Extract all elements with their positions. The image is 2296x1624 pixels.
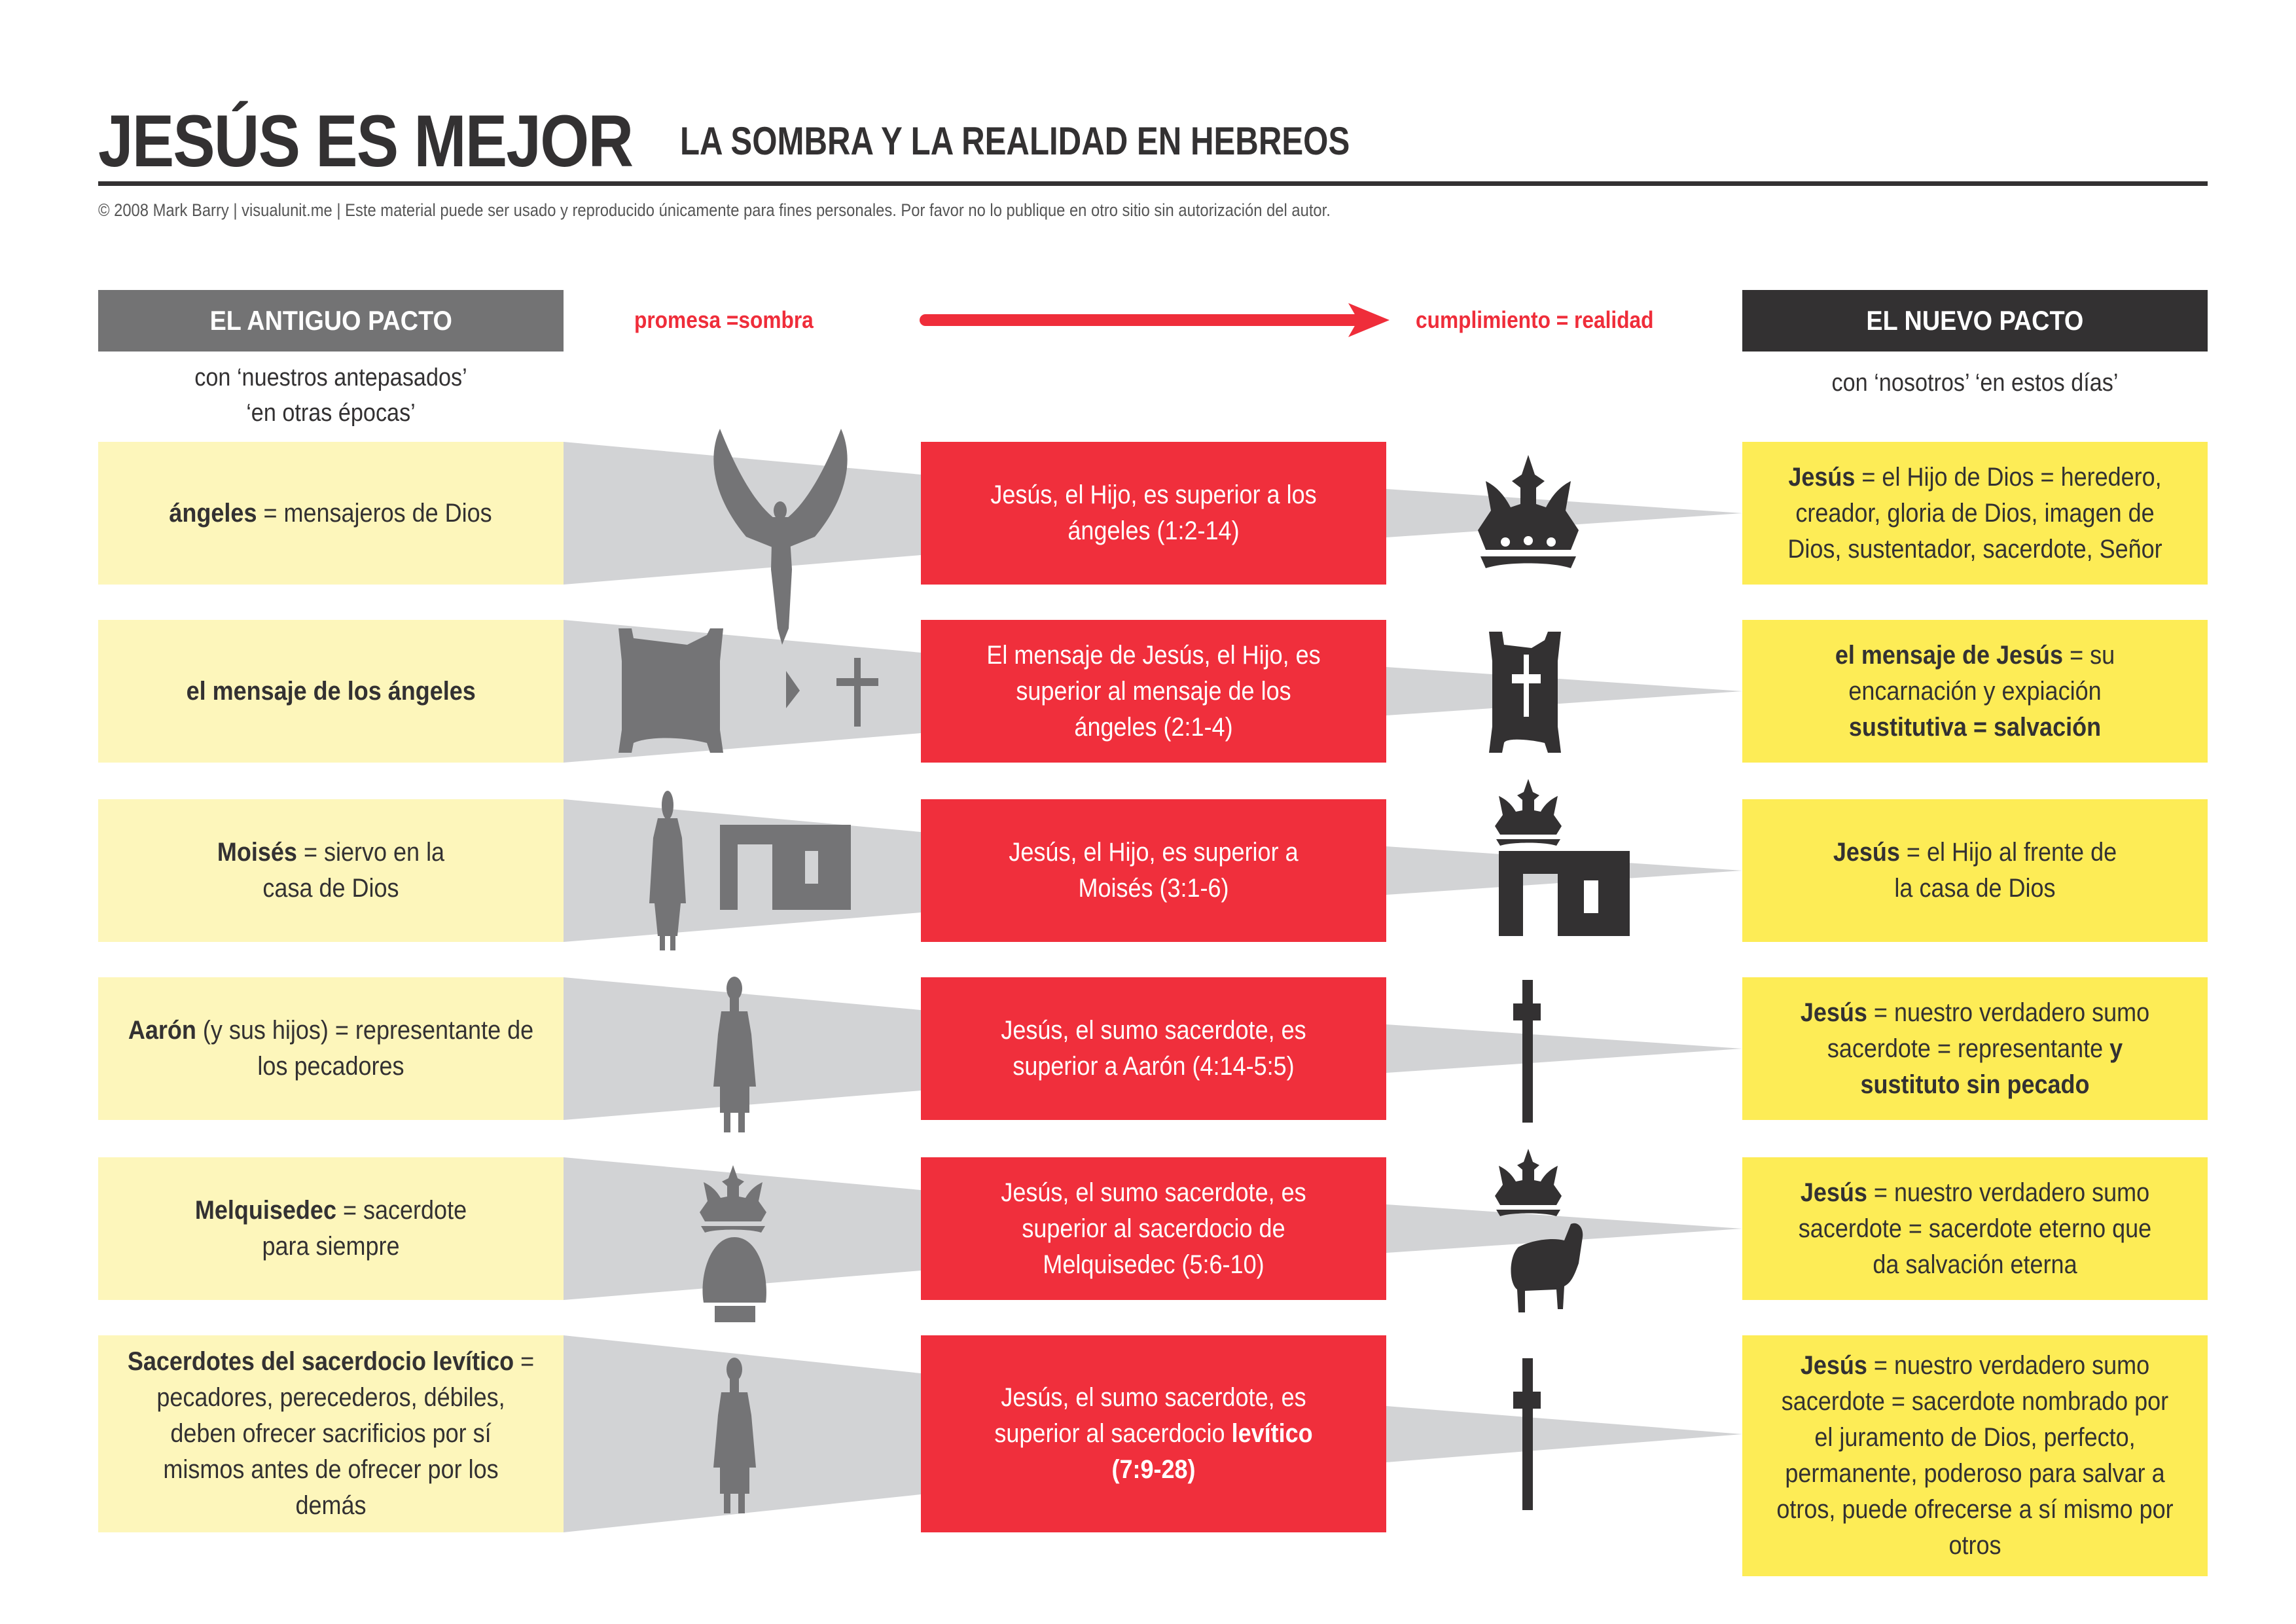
new-covenant-row-levitical: Jesús = nuestro verdadero sumo sacerdote… [1742,1335,2208,1576]
play-arrow-icon [786,671,800,708]
new-covenant-label: EL NUEVO PACTO [1866,305,2084,336]
new-covenant-header: EL NUEVO PACTO [1742,290,2208,352]
page-subtitle: LA SOMBRA Y LA REALIDAD EN HEBREOS [680,119,1350,163]
old-covenant-row-angels: ángeles = mensajeros de Dios [98,442,564,585]
title-divider [98,181,2208,186]
old-covenant-row-message: el mensaje de los ángeles [98,620,564,763]
cross-icon [1513,980,1541,1123]
crown-icon [1478,455,1579,568]
comparison-row-moses: Jesús, el Hijo, es superior a Moisés (3:… [921,799,1386,942]
new-covenant-row-angels: Jesús = el Hijo de Dios = heredero, crea… [1742,442,2208,585]
man-icon [649,791,686,950]
old-covenant-row-moses: Moisés = siervo en la casa de Dios [98,799,564,942]
fulfillment-reality-label: cumplimiento = realidad [1416,306,1654,333]
comparison-row-levitical: Jesús, el sumo sacerdote, es superior al… [921,1335,1386,1532]
old-covenant-row-melchizedek: Melquisedec = sacerdote para siempre [98,1157,564,1300]
old-covenant-row-aaron: Aarón (y sus hijos) = representante de l… [98,977,564,1120]
page-title: JESÚS ES MEJOR [98,100,634,182]
copyright-notice: © 2008 Mark Barry | visualunit.me | Este… [98,200,1331,220]
old-covenant-row-levitical: Sacerdotes del sacerdocio levítico = pec… [98,1335,564,1532]
comparison-row-melchizedek: Jesús, el sumo sacerdote, es superior al… [921,1157,1386,1300]
lamb-icon [1511,1223,1583,1312]
new-covenant-row-melchizedek: Jesús = nuestro verdadero sumo sacerdote… [1742,1157,2208,1300]
comparison-row-angels: Jesús, el Hijo, es superior a los ángele… [921,442,1386,585]
priest-icon [713,1358,756,1513]
cross-icon [836,658,878,727]
comparison-row-aaron: Jesús, el sumo sacerdote, es superior a … [921,977,1386,1120]
house-icon [720,825,851,910]
right-arrow-icon [920,303,1390,337]
crown-icon [1495,779,1562,846]
old-covenant-label: EL ANTIGUO PACTO [209,305,452,336]
old-covenant-header: EL ANTIGUO PACTO [98,290,564,352]
new-covenant-row-aaron: Jesús = nuestro verdadero sumo sacerdote… [1742,977,2208,1120]
bread-icon [702,1237,766,1322]
comparison-row-message: El mensaje de Jesús, el Hijo, es superio… [921,620,1386,763]
scroll-icon [619,628,723,753]
promise-shadow-label: promesa =sombra [634,306,814,333]
new-covenant-subtitle: con ‘nosotros’ ‘en estos días’ [1831,369,2119,397]
new-covenant-row-message: el mensaje de Jesús = su encarnación y e… [1742,620,2208,763]
old-covenant-subtitle: con ‘nuestros antepasados’ ‘en otras épo… [194,364,467,427]
crown-icon [700,1165,766,1233]
house-icon [1499,851,1630,936]
scroll-with-cross-icon [1489,632,1561,753]
angel-icon [713,429,848,645]
crown-icon [1495,1149,1562,1216]
new-covenant-row-moses: Jesús = el Hijo al frente de la casa de … [1742,799,2208,942]
priest-icon [713,977,756,1132]
cross-icon [1513,1358,1541,1510]
